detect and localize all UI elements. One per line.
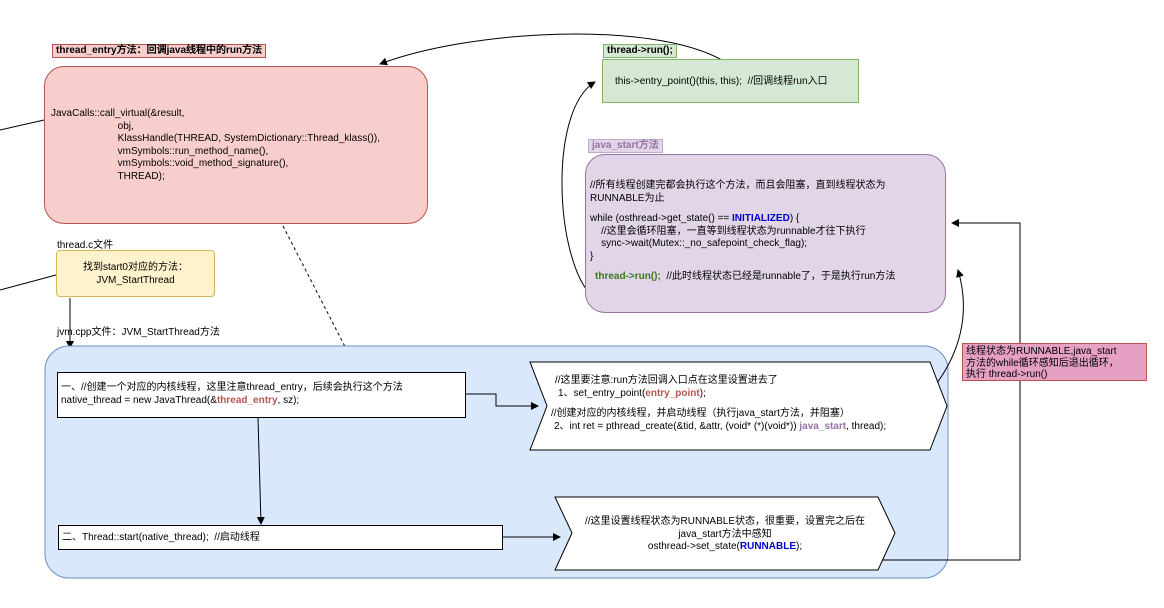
while-body-comment: //这里会循环阻塞，一直等到线程状态为runnable才往下执行 (590, 225, 866, 237)
thread-c-line-1: 找到start0对应的方法： (82, 262, 188, 273)
java-start-comment-1: //所有线程创建完都会执行这个方法，而且会阻塞，直到线程状态为 (590, 180, 886, 191)
step-one-box: 一、//创建一个对应的内核线程，这里注意thread_entry，后续会执行这个… (57, 372, 466, 418)
call-virtual-line-6: THREAD); (51, 170, 165, 182)
set-state-call: osthread->set_state(RUNNABLE); (647, 541, 803, 552)
edge-run-to-thread-entry (379, 33, 723, 66)
call-virtual-line-2: obj, (51, 120, 134, 132)
edge-set-state-to-java-start (880, 219, 1021, 561)
ctor-hexagon (529, 361, 948, 451)
thread-c-line-2: JVM_StartThread (96, 274, 175, 286)
java-start-comment-2: RUNNABLE为止 (590, 192, 665, 204)
thread-entry-box: JavaCalls::call_virtual(&result, obj, Kl… (44, 66, 428, 224)
java-start-title: java_start方法 (588, 139, 663, 153)
edge-step-one-to-ctor (466, 393, 539, 410)
while-line: while (osthread->get_state() == INITIALI… (590, 213, 800, 224)
ctor-comment-2: //创建对应的内核线程，并启动线程（执行java_start方法，并阻塞） (551, 408, 850, 419)
thread-c-file-label: thread.c文件 (57, 240, 114, 251)
while-close: } (590, 250, 594, 262)
entry-point-call: this->entry_point()(this, this); //回调线程r… (615, 76, 828, 87)
step-one-comment: 一、//创建一个对应的内核线程，这里注意thread_entry，后续会执行这个… (61, 382, 403, 393)
runnable-note: 线程状态为RUNNABLE,java_start 方法的while循环感知后退出… (962, 343, 1147, 381)
ctor-set-entry-point: 1、set_entry_point(entry_point); (558, 387, 706, 399)
thread-entry-title: thread_entry方法：回调java线程中的run方法 (52, 44, 267, 58)
ctor-hexagon-text: //这里要注意:run方法回调入口点在这里设置进去了 1、set_entry_p… (551, 375, 943, 433)
edge-step-one-to-step-two (256, 417, 265, 525)
thread-run-box: this->entry_point()(this, this); //回调线程r… (602, 59, 859, 103)
set-state-hexagon (554, 496, 896, 571)
run-call-line: thread->run(); //此时线程状态已经是runnable了，于是执行… (595, 271, 896, 282)
edge-left-to-thread-c (0, 274, 57, 291)
ctor-pthread-create: 2、int ret = pthread_create(&tid, &attr, … (554, 420, 887, 432)
set-state-comment-2: java_start方法中感知 (678, 528, 772, 540)
set-state-comment-1: //这里设置线程状态为RUNNABLE状态，很重要，设置完之后在 (584, 516, 865, 527)
edge-java-start-to-run (561, 81, 596, 297)
runnable-note-line-3: 执行 thread->run() (966, 369, 1048, 380)
call-virtual-line-4: vmSymbols::run_method_name(), (51, 145, 269, 157)
thread-run-title: thread->run(); (603, 44, 677, 58)
step-two-box: 二、Thread::start(native_thread); //启动线程 (58, 525, 503, 550)
call-virtual-line-5: vmSymbols::void_method_signature(), (51, 158, 289, 169)
call-virtual-line-1: JavaCalls::call_virtual(&result, (51, 108, 185, 119)
thread-c-box: 找到start0对应的方法： JVM_StartThread (56, 250, 215, 297)
ctor-comment-1: //这里要注意:run方法回调入口点在这里设置进去了 (555, 375, 778, 386)
call-virtual-line-3: KlassHandle(THREAD, SystemDictionary::Th… (51, 133, 380, 144)
java-start-box: //所有线程创建完都会执行这个方法，而且会阻塞，直到线程状态为 RUNNABLE… (585, 154, 946, 313)
runnable-note-line-1: 线程状态为RUNNABLE,java_start (966, 346, 1117, 357)
set-state-hexagon-text: //这里设置线程状态为RUNNABLE状态，很重要，设置完之后在 java_st… (560, 516, 890, 554)
edge-left-to-thread-entry (0, 119, 45, 131)
step-two-text: 二、Thread::start(native_thread); //启动线程 (62, 532, 260, 543)
while-body-wait: sync->wait(Mutex::_no_safepoint_check_fl… (590, 238, 808, 249)
runnable-note-line-2: 方法的while循环感知后退出循环， (966, 357, 1119, 369)
step-one-code: native_thread = new JavaThread(&thread_e… (61, 394, 300, 406)
jvm-cpp-file-label: jvm.cpp文件：JVM_StartThread方法 (57, 327, 220, 338)
